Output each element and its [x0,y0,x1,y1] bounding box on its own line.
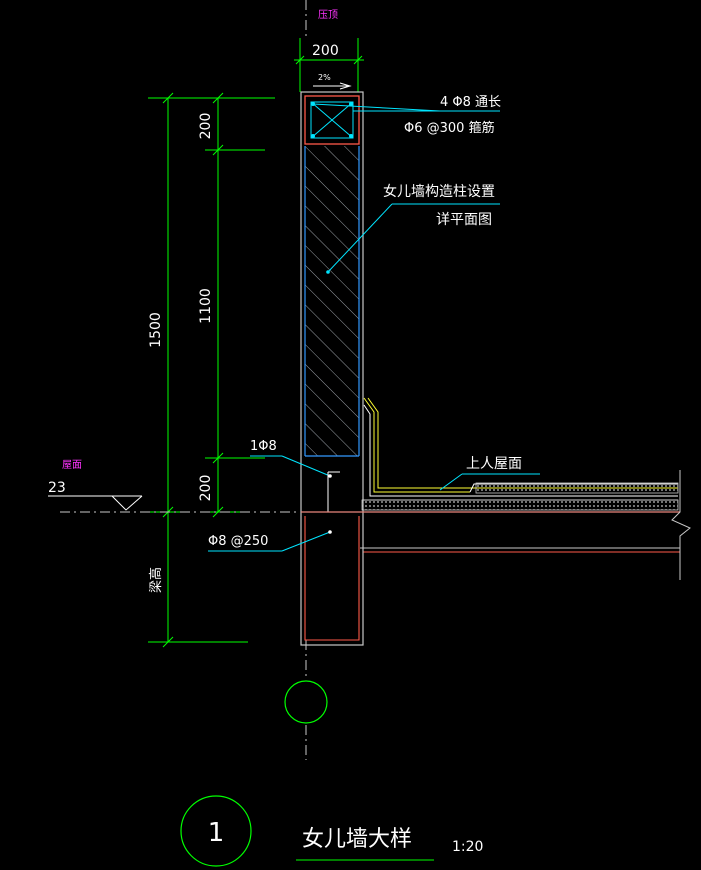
rebar-stirrup-label: Φ6 @300 箍筋 [404,120,495,136]
parapet-wall-hatch [304,146,360,457]
slope-indicator: 2% [313,73,352,90]
dim-mid: 1100 [198,288,214,324]
detail-number: 1 [208,818,225,848]
roof-elevation-marker: 屋面 23 [48,459,300,513]
rebar-dowel-leader: Φ8 @250 [208,530,332,552]
roof-label: 屋面 [62,459,82,471]
dim-total: 1500 [148,312,164,348]
dim-top: 200 [198,113,214,140]
slope-label: 2% [318,73,331,82]
column-note-line2: 详平面图 [436,212,492,228]
roof-waterproofing [361,397,679,511]
roof-usable-leader: 上人屋面 [439,456,540,491]
parapet-outline [300,91,364,646]
rebar-single-label: 1Φ8 [250,439,277,454]
rebar-dowel-label: Φ8 @250 [208,534,268,549]
roof-slab [301,470,691,645]
roof-elevation-value: 23 [48,480,66,496]
vertical-dimensions: 1500 200 1100 200 梁高 [148,92,275,648]
coping-beam [304,95,360,145]
top-width-dimension: 200 [294,38,364,92]
detail-scale: 1:20 [452,839,483,855]
rebar-leaders: 4 Φ8 通长 Φ6 @300 箍筋 [312,95,501,136]
column-note-line1: 女儿墙构造柱设置 [383,183,495,200]
detail-number-circle [180,795,252,867]
rebar-main-label: 4 Φ8 通长 [440,95,501,110]
dim-bottom: 200 [198,475,214,502]
axis-bubble [284,680,328,724]
top-width-value: 200 [312,43,339,59]
beam-height-label: 梁高 [148,567,164,593]
top-axis-label: 压顶 [318,9,338,21]
rebar-single-leader: 1Φ8 [250,439,340,512]
roof-usable-label: 上人屋面 [466,456,522,472]
column-note: 女儿墙构造柱设置 详平面图 [326,183,500,274]
detail-title: 女儿墙大样 [302,827,412,852]
detail-title-block: 1 女儿墙大样 1:20 [180,795,483,867]
